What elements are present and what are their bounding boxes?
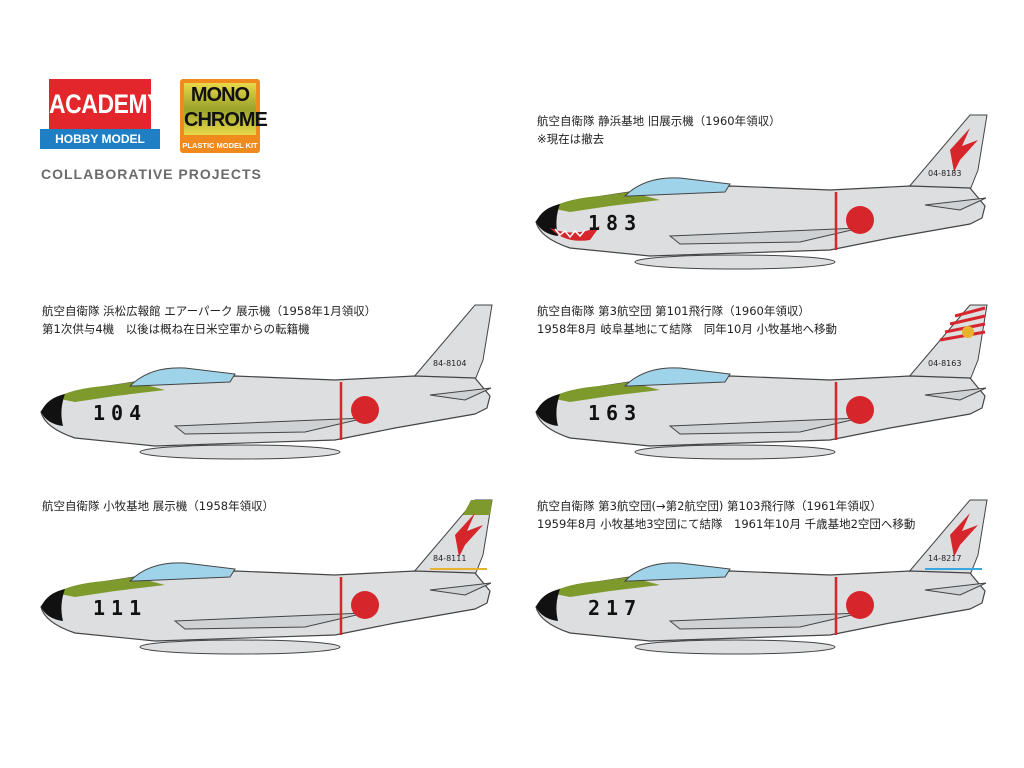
- tail-serial: 84-8111: [433, 554, 466, 563]
- caption-line: 航空自衛隊 第3航空団 第101飛行隊（1960年領収）: [537, 304, 810, 318]
- tail-fin: [906, 114, 988, 191]
- tail-emblem: [950, 513, 978, 557]
- tail-serial: 04-8183: [928, 169, 961, 178]
- academy-logo-title: ACADEMY: [49, 79, 162, 129]
- aircraft-caption: 航空自衛隊 第3航空団(→第2航空団) 第103飛行隊（1961年領収） 1959…: [537, 497, 915, 533]
- hinomaru: [351, 396, 379, 424]
- radome: [536, 204, 560, 236]
- tail-stripe: [949, 314, 986, 326]
- canopy: [623, 367, 731, 387]
- wing: [668, 227, 861, 245]
- aircraft-illustration: 104 84-8104: [35, 300, 495, 465]
- horizontal-stabilizer: [429, 387, 492, 401]
- hinomaru: [846, 206, 874, 234]
- drop-tank: [139, 444, 341, 460]
- radome: [41, 589, 65, 621]
- tail-fin: [906, 304, 988, 381]
- wing: [668, 612, 861, 630]
- aircraft-caption: 航空自衛隊 静浜基地 旧展示機（1960年領収） ※現在は撤去: [537, 112, 781, 148]
- caption-line: 航空自衛隊 第3航空団(→第2航空団) 第103飛行隊（1961年領収）: [537, 499, 882, 513]
- tail-fin: [906, 499, 988, 576]
- horizontal-stabilizer: [924, 387, 987, 401]
- tail-serial: 84-8104: [433, 359, 466, 368]
- tail-stripe: [939, 330, 986, 342]
- drop-tank: [634, 444, 836, 460]
- shark-mouth: [550, 226, 600, 241]
- anti-glare-panel: [550, 577, 660, 597]
- anti-glare-panel: [55, 577, 165, 597]
- anti-glare-panel: [55, 382, 165, 402]
- caption-line: 1959年8月 小牧基地3空団にて結隊 1961年10月 千歳基地2空団へ移動: [537, 517, 916, 531]
- canopy: [128, 367, 236, 387]
- wing: [173, 417, 366, 435]
- anti-glare-panel: [550, 192, 660, 212]
- nose-number: 217: [588, 596, 642, 620]
- monochrome-logo: MONO CHROME PLASTIC MODEL KIT: [180, 79, 268, 153]
- mono-logo-line1: MONO: [190, 84, 250, 106]
- aircraft-illustration: 183 04-8183: [530, 110, 990, 275]
- tail-serial: 04-8163: [928, 359, 961, 368]
- tail-fin: [411, 304, 493, 381]
- drop-tank: [139, 639, 341, 655]
- caption-line: ※現在は撤去: [537, 132, 605, 146]
- hinomaru: [846, 396, 874, 424]
- tail-serial: 14-8217: [928, 554, 961, 563]
- academy-logo-subtitle: HOBBY MODEL KITS: [40, 129, 160, 166]
- aircraft-caption: 航空自衛隊 浜松広報館 エアーパーク 展示機（1958年1月領収） 第1次供与4機…: [42, 302, 376, 338]
- tail-emblem: [455, 513, 483, 557]
- anti-glare-panel: [550, 382, 660, 402]
- caption-line: 第1次供与4機 以後は概ね在日米空軍からの転籍機: [42, 322, 310, 336]
- canopy: [128, 562, 236, 582]
- mono-logo-subtitle: PLASTIC MODEL KIT: [182, 141, 258, 150]
- nose-number: 163: [588, 401, 642, 425]
- drop-tank: [634, 254, 836, 270]
- wing: [668, 417, 861, 435]
- hinomaru: [846, 591, 874, 619]
- mono-logo-line2: CHROME: [184, 109, 268, 131]
- nose-number: 104: [93, 401, 147, 425]
- tail-emblem: [950, 128, 978, 172]
- collaborative-projects-label: COLLABORATIVE PROJECTS: [41, 166, 262, 182]
- hinomaru: [351, 591, 379, 619]
- nose-number: 183: [588, 211, 642, 235]
- academy-logo: ACADEMY HOBBY MODEL KITS: [40, 79, 162, 166]
- radome: [41, 394, 65, 426]
- horizontal-stabilizer: [924, 582, 987, 596]
- aircraft-caption: 航空自衛隊 小牧基地 展示機（1958年領収）: [42, 497, 274, 515]
- drop-tank: [634, 639, 836, 655]
- horizontal-stabilizer: [924, 197, 987, 211]
- canopy: [623, 562, 731, 582]
- aircraft-illustration: 217 14-8217: [530, 495, 990, 660]
- nose-number: 111: [93, 596, 147, 620]
- canopy: [623, 177, 731, 197]
- tail-tip-green: [463, 500, 492, 515]
- caption-line: 航空自衛隊 静浜基地 旧展示機（1960年領収）: [537, 114, 781, 128]
- radome: [536, 394, 560, 426]
- caption-line: 1958年8月 岐阜基地にて結隊 同年10月 小牧基地へ移動: [537, 322, 838, 336]
- aircraft-illustration: 111 84-8111: [35, 495, 495, 660]
- aircraft-caption: 航空自衛隊 第3航空団 第101飛行隊（1960年領収） 1958年8月 岐阜基地…: [537, 302, 837, 338]
- wing: [173, 612, 366, 630]
- tail-stripe: [954, 306, 986, 318]
- horizontal-stabilizer: [429, 582, 492, 596]
- radome: [536, 589, 560, 621]
- aircraft-illustration: 163 04-8163: [530, 300, 990, 465]
- caption-line: 航空自衛隊 浜松広報館 エアーパーク 展示機（1958年1月領収）: [42, 304, 377, 318]
- caption-line: 航空自衛隊 小牧基地 展示機（1958年領収）: [42, 499, 275, 513]
